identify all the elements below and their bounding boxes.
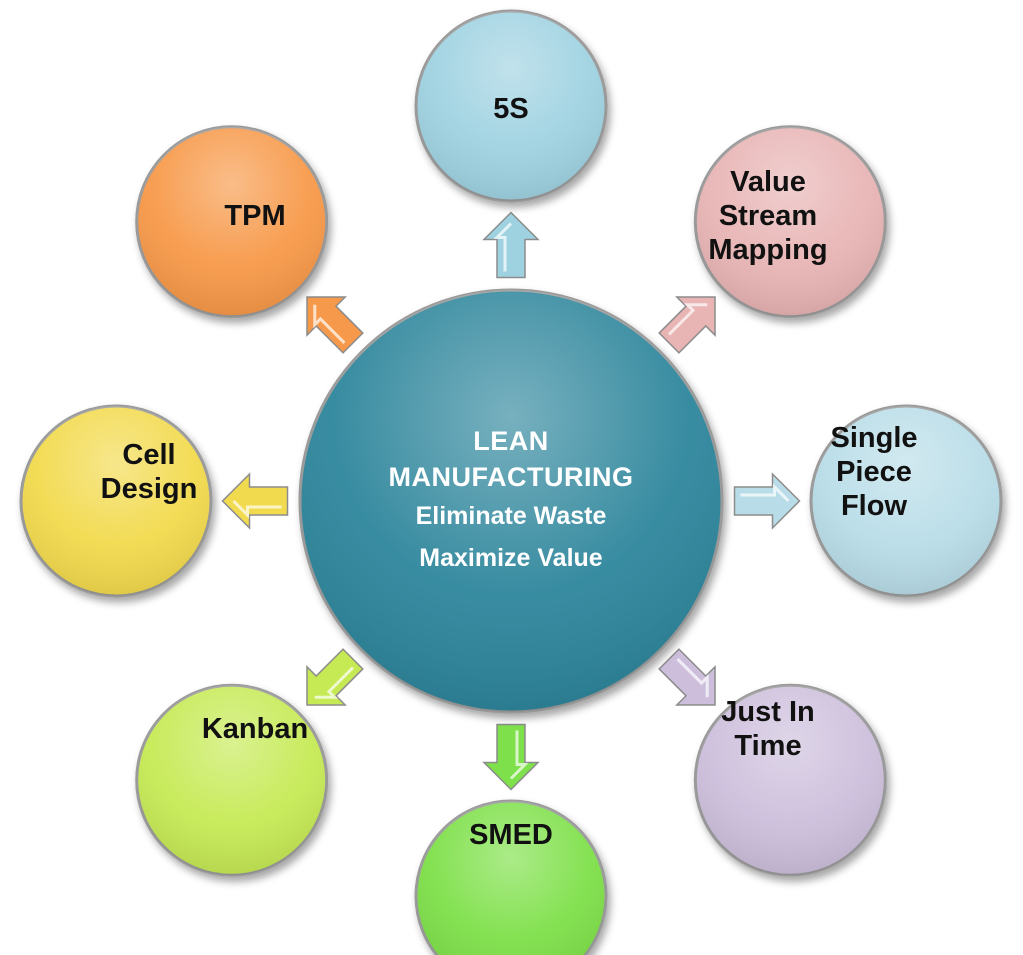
arrow-to-kanban (306, 648, 364, 706)
arrow-to-vsm (658, 296, 716, 354)
arrow-to-tpm (306, 296, 364, 354)
node-gloss-vsm (695, 126, 886, 317)
node-gloss-5s (416, 11, 606, 201)
node-gloss-jit (695, 685, 886, 876)
node-gloss-cell (21, 406, 211, 596)
arrow-to-cell (221, 472, 289, 530)
arrow-to-spf (733, 472, 801, 530)
arrow-to-5s (482, 211, 540, 279)
node-gloss-spf (811, 406, 1001, 596)
arrow-to-smed (482, 723, 540, 791)
node-gloss-tpm (136, 126, 327, 317)
node-gloss-smed (416, 801, 606, 955)
center-circle-gloss (300, 290, 722, 712)
arrow-to-jit (658, 648, 716, 706)
node-gloss-kanban (136, 685, 327, 876)
